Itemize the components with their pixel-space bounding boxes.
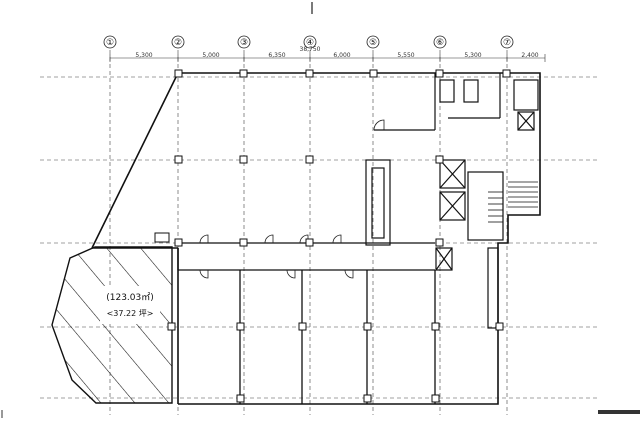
scale-bar [598,410,640,414]
bay-dim-4: 6,000 [333,52,350,59]
grid-axis-1: ① [106,38,114,48]
bay-dim-2: 5,000 [202,52,219,59]
grid-axis-labels: ① ② ③ ④ ⑤ ⑥ ⑦ [103,35,514,49]
overall-dimension: 38,750 [300,46,321,53]
door-swings [199,119,385,279]
bay-dim-1: 5,300 [135,52,152,59]
grid-axis-7: ⑦ [503,38,511,48]
end-dimension: 2,400 [521,52,538,59]
stair-treads [488,181,538,223]
leased-area-label-bg [100,286,160,324]
leased-area-size: (123.03㎡) [106,292,154,303]
structural-columns [154,69,511,403]
bay-dim-3: 6,350 [268,52,285,59]
bay-dim-6: 5,300 [464,52,481,59]
grid-axis-2: ② [174,38,182,48]
leased-area-hatch [51,246,173,404]
bay-dim-5: 5,550 [397,52,414,59]
core-area [365,73,539,329]
grid-axis-5: ⑤ [369,38,377,48]
grid-axis-3: ③ [240,38,248,48]
grid-axis-6: ⑥ [436,38,444,48]
leased-area-tsubo: <37.22 坪> [107,309,154,318]
grid-axis-4: ④ [306,38,314,48]
